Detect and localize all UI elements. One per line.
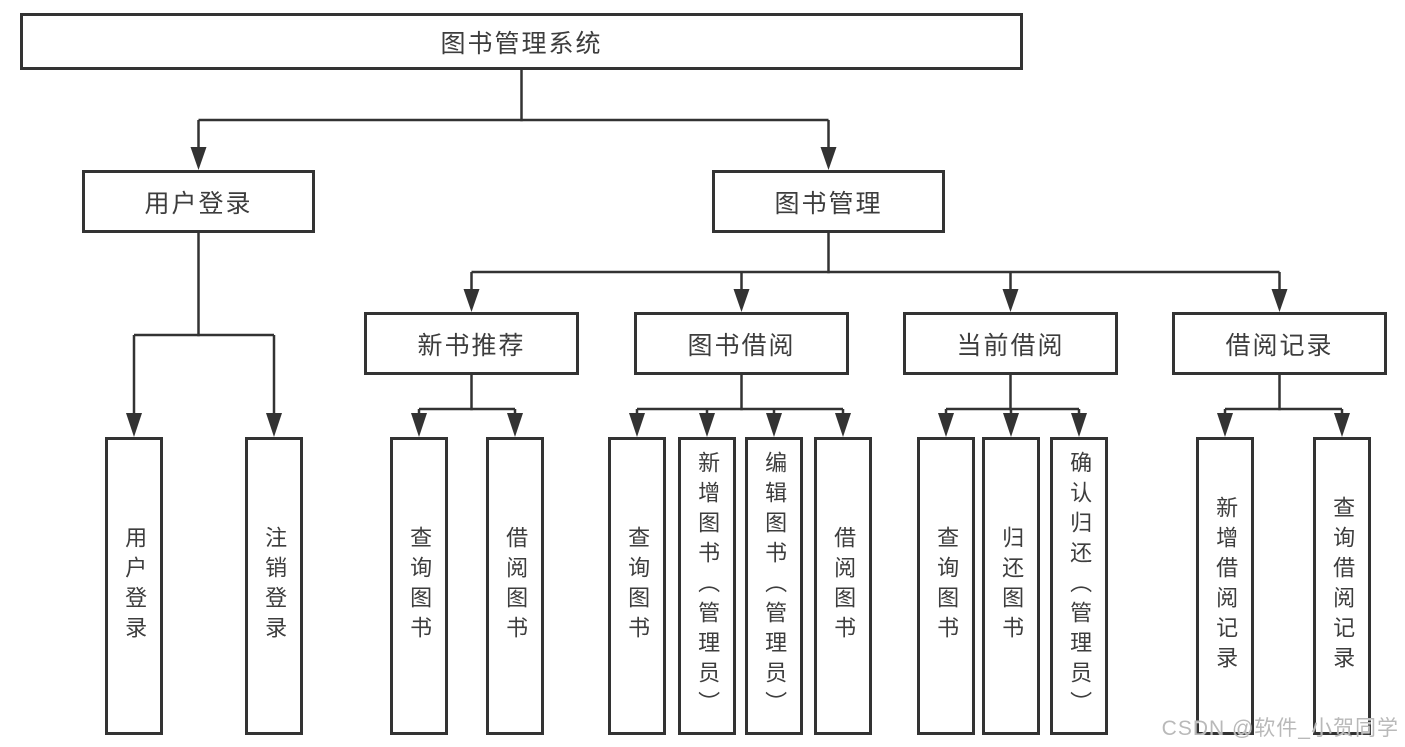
node-book-management: 图书管理 — [712, 170, 945, 233]
node-label: 查询图书 — [934, 526, 960, 646]
node-label: 新书推荐 — [417, 331, 526, 360]
node-label: 图书借阅 — [687, 331, 796, 360]
node-label: 归还图书 — [999, 526, 1025, 646]
node-label: 注销登录 — [262, 526, 288, 646]
watermark: CSDN @软件_小贺同学 — [1161, 717, 1399, 740]
node-book-borrow: 图书借阅 — [634, 312, 849, 375]
leaf-add-book-admin: 新增图书（管理员） — [678, 437, 736, 735]
leaf-query-books-current: 查询图书 — [917, 437, 975, 735]
node-current-borrow: 当前借阅 — [903, 312, 1118, 375]
node-new-book-recommend: 新书推荐 — [364, 312, 579, 375]
leaf-borrow-books: 借阅图书 — [814, 437, 872, 735]
node-label: 借阅图书 — [831, 526, 857, 646]
node-label: 查询图书 — [407, 526, 433, 646]
leaf-add-borrow-record: 新增借阅记录 — [1196, 437, 1254, 735]
node-borrow-records: 借阅记录 — [1172, 312, 1387, 375]
node-label: 用户登录 — [122, 526, 148, 646]
leaf-query-borrow-record: 查询借阅记录 — [1313, 437, 1371, 735]
node-label: 图书管理 — [774, 189, 883, 218]
leaf-return-book: 归还图书 — [982, 437, 1040, 735]
node-label: 新增图书（管理员） — [695, 451, 721, 721]
node-label: 查询图书 — [625, 526, 651, 646]
leaf-edit-book-admin: 编辑图书（管理员） — [745, 437, 803, 735]
node-user-login-branch: 用户登录 — [82, 170, 315, 233]
leaf-confirm-return-admin: 确认归还（管理员） — [1050, 437, 1108, 735]
node-label: 新增借阅记录 — [1213, 496, 1239, 676]
node-label: 借阅图书 — [503, 526, 529, 646]
node-label: 当前借阅 — [956, 331, 1065, 360]
node-root: 图书管理系统 — [20, 13, 1023, 70]
node-label: 查询借阅记录 — [1330, 496, 1356, 676]
node-label: 编辑图书（管理员） — [762, 451, 788, 721]
node-label: 确认归还（管理员） — [1067, 451, 1093, 721]
leaf-query-books-recommend: 查询图书 — [390, 437, 448, 735]
node-label: 图书管理系统 — [440, 29, 603, 58]
leaf-logout: 注销登录 — [245, 437, 303, 735]
leaf-borrow-books-recommend: 借阅图书 — [486, 437, 544, 735]
node-label: 用户登录 — [144, 189, 253, 218]
leaf-user-login: 用户登录 — [105, 437, 163, 735]
node-label: 借阅记录 — [1225, 331, 1334, 360]
leaf-query-books-borrow: 查询图书 — [608, 437, 666, 735]
